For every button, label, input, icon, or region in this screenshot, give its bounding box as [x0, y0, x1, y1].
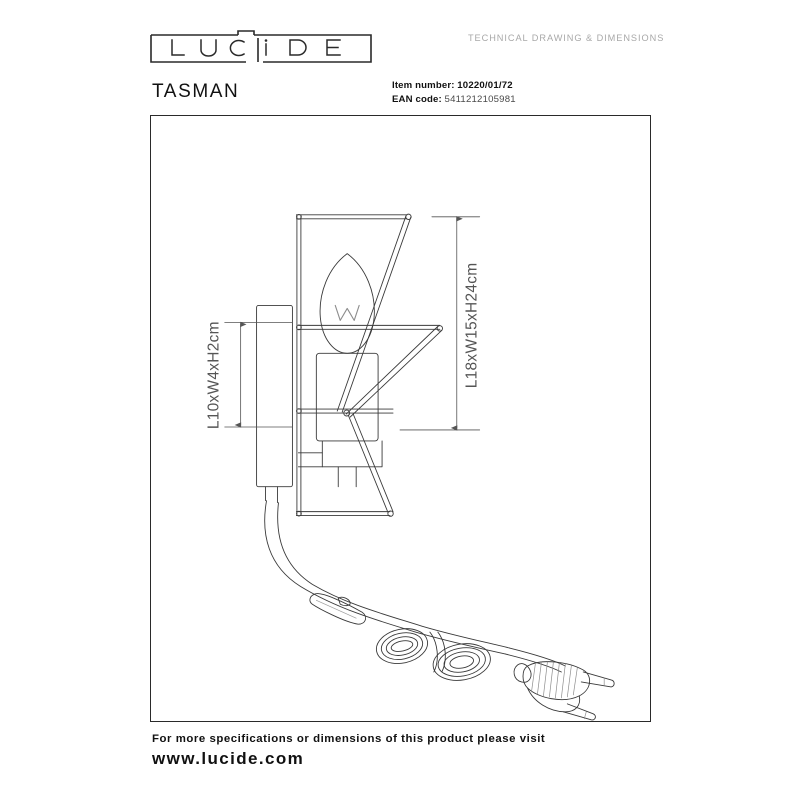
candle-bulb [319, 253, 375, 354]
dimension-right [399, 216, 481, 431]
technical-drawing-svg: L10xW4xH2cm L18xW15xH24cm W [206, 213, 615, 721]
euro-plug [513, 661, 615, 721]
item-number-row: Item number: 10220/01/72 [392, 79, 516, 93]
wall-mount-plate [256, 305, 293, 504]
logo-svg [150, 30, 372, 63]
footer: For more specifications or dimensions of… [152, 733, 672, 769]
footer-description: For more specifications or dimensions of… [152, 733, 546, 745]
ean-code-label: EAN code: [392, 93, 442, 105]
inline-switch [309, 593, 367, 625]
cable-coil [375, 628, 491, 681]
footer-website[interactable]: www.lucide.com [152, 749, 305, 768]
lucide-logo [150, 30, 372, 63]
lamp-socket [297, 352, 383, 488]
wire-frame-shade [295, 213, 443, 517]
power-cable [264, 500, 566, 673]
page-title: TASMAN [152, 81, 240, 102]
technical-drawing-frame: L10xW4xH2cm L18xW15xH24cm W [150, 115, 651, 722]
item-number-value: 10220/01/72 [457, 80, 513, 91]
dimension-left-label: L10xW4xH2cm [206, 321, 223, 429]
ean-code-row: EAN code: 5411212105981 [392, 93, 516, 107]
header-tagline: TECHNICAL DRAWING & DIMENSIONS [468, 33, 665, 43]
ean-code-value: 5411212105981 [444, 93, 516, 105]
item-number-label: Item number: [392, 80, 455, 91]
dimension-right-label: L18xW15xH24cm [464, 263, 481, 389]
product-meta: Item number: 10220/01/72 EAN code: 54112… [392, 79, 516, 106]
dimension-left [224, 321, 293, 428]
